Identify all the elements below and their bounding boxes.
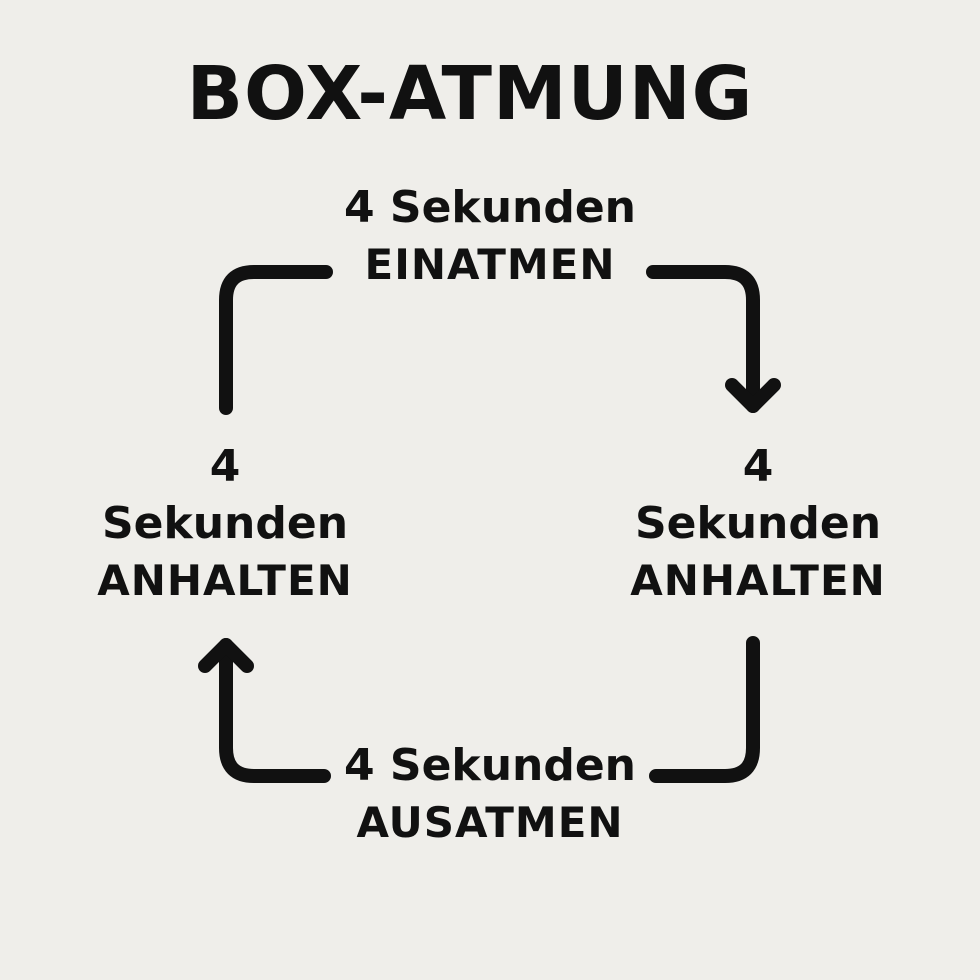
step-hold-right-unit: Sekunden bbox=[634, 498, 882, 549]
step-hold-left-unit: Sekunden bbox=[101, 498, 349, 549]
step-inhale-action: EINATMEN bbox=[364, 240, 616, 289]
cycle-path-bottom-left bbox=[219, 638, 331, 783]
step-hold-left: 4 Sekunden ANHALTEN bbox=[70, 438, 380, 610]
cycle-path-top-right bbox=[646, 265, 760, 413]
arrow-down-icon bbox=[725, 378, 781, 413]
step-exhale-action: AUSATMEN bbox=[356, 798, 624, 847]
step-hold-left-number: 4 bbox=[209, 441, 241, 492]
cycle-path-bottom-right bbox=[649, 636, 760, 783]
step-exhale: 4 Sekunden AUSATMEN bbox=[320, 738, 660, 852]
arrow-up-icon bbox=[198, 638, 254, 673]
step-hold-left-action: ANHALTEN bbox=[97, 556, 353, 605]
cycle-path-top-left bbox=[219, 265, 333, 415]
step-hold-right-action: ANHALTEN bbox=[630, 556, 886, 605]
step-inhale: 4 Sekunden EINATMEN bbox=[320, 180, 660, 294]
step-hold-right-number: 4 bbox=[742, 441, 774, 492]
diagram-title: BOX-ATMUNG bbox=[186, 51, 754, 137]
step-inhale-duration: 4 Sekunden bbox=[343, 182, 637, 233]
step-hold-right: 4 Sekunden ANHALTEN bbox=[603, 438, 913, 610]
step-exhale-duration: 4 Sekunden bbox=[343, 740, 637, 791]
